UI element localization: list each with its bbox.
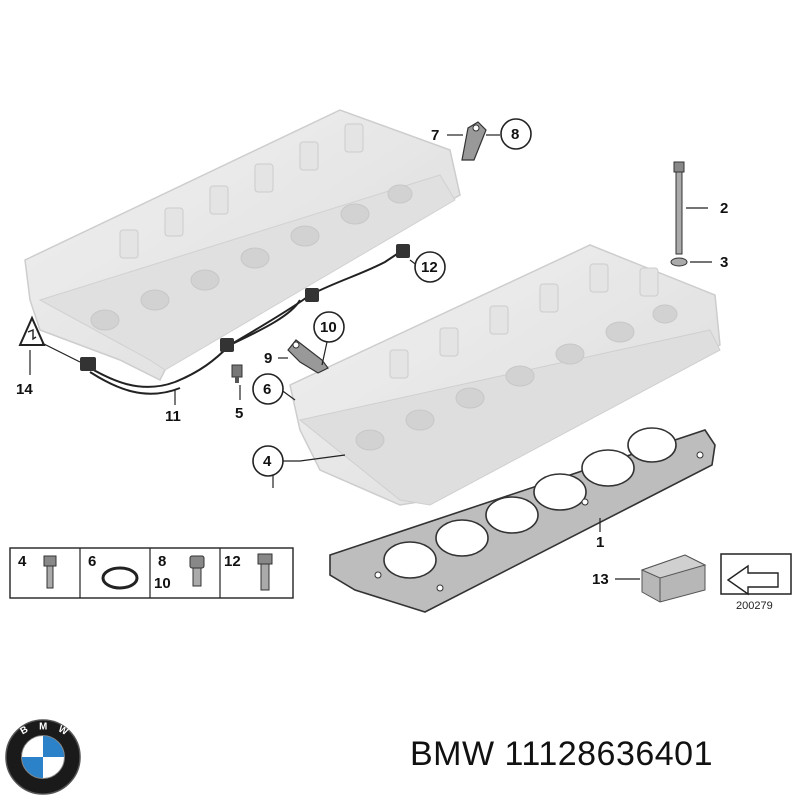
legend-screw-icon [43, 555, 57, 589]
callout-5: 5 [235, 405, 243, 422]
reference-box [720, 553, 792, 596]
package-13 [640, 554, 707, 603]
callout-2: 2 [720, 200, 728, 217]
svg-text:B: B [19, 724, 31, 737]
caption-part-number: 11128636401 [504, 735, 714, 773]
warning-symbol-icon [18, 315, 46, 346]
reference-number: 200279 [736, 600, 773, 612]
bracket-9 [287, 339, 329, 374]
sensor-5 [231, 364, 243, 383]
callout-6: 6 [263, 381, 271, 398]
callout-9: 9 [264, 350, 272, 367]
callout-circles [252, 118, 532, 477]
bmw-logo: B M W [5, 719, 81, 795]
callout-11: 11 [165, 408, 181, 425]
legend-label-3-bottom: 10 [154, 575, 171, 592]
callout-8: 8 [511, 126, 519, 143]
cylinder-head-gasket [329, 427, 716, 613]
callout-1: 1 [596, 534, 604, 551]
callout-4: 4 [263, 453, 272, 470]
svg-text:M: M [39, 722, 47, 733]
callout-3: 3 [720, 254, 728, 271]
washer-3 [670, 257, 688, 267]
callout-10: 10 [320, 319, 337, 336]
lower-cylinder-head [289, 244, 721, 506]
harness-connectors [80, 244, 410, 371]
bracket-7 [461, 121, 487, 161]
legend-oring-icon [101, 566, 139, 590]
legend-label-3-top: 8 [158, 553, 166, 570]
legend-box [9, 547, 294, 599]
legend-bolt-icon [257, 553, 273, 591]
legend-label-4: 12 [224, 553, 241, 570]
legend-socket-screw-icon [189, 555, 205, 587]
upper-cylinder-head [24, 109, 461, 382]
legend-label-1: 4 [18, 553, 27, 570]
caption-brand: BMW [410, 735, 495, 773]
callout-13: 13 [592, 571, 609, 588]
bolt-2 [673, 161, 685, 255]
callout-7: 7 [431, 127, 439, 144]
callout-12: 12 [421, 259, 438, 276]
part-caption: BMW 11128636401 [410, 735, 713, 774]
callout-14: 14 [16, 381, 33, 398]
legend-label-2: 6 [88, 553, 96, 570]
